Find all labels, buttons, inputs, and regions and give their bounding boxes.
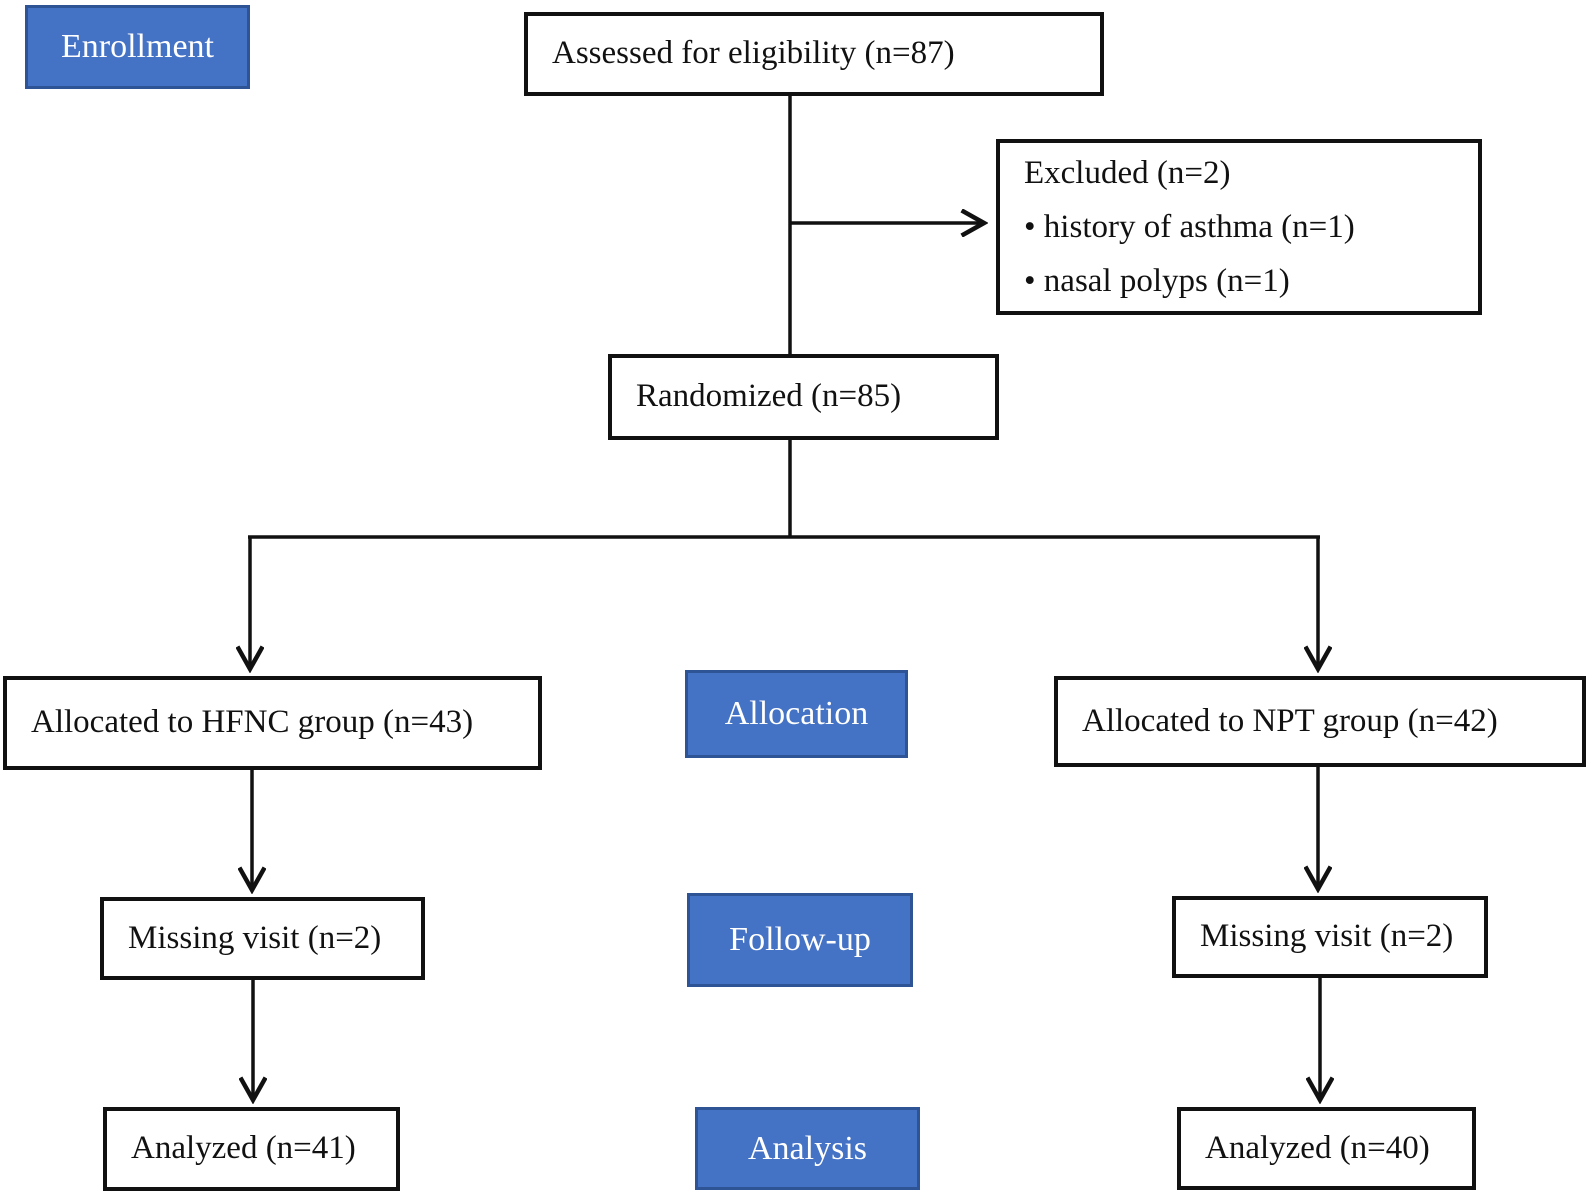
stage-label-followup-text: Follow-up: [729, 921, 871, 958]
node-excluded: Excluded (n=2) • history of asthma (n=1)…: [996, 139, 1482, 315]
node-missing-visit-hfnc: Missing visit (n=2): [100, 897, 425, 980]
stage-label-enrollment-text: Enrollment: [61, 28, 214, 65]
stage-label-analysis: Analysis: [695, 1107, 920, 1190]
stage-label-allocation: Allocation: [685, 670, 908, 758]
node-excluded-title: Excluded (n=2): [1024, 155, 1231, 191]
node-excluded-reason-asthma: • history of asthma (n=1): [1024, 209, 1355, 245]
node-missing-visit-hfnc-label: Missing visit (n=2): [128, 919, 382, 956]
node-analyzed-npt: Analyzed (n=40): [1177, 1107, 1476, 1190]
node-randomized-label: Randomized (n=85): [636, 378, 902, 415]
node-analyzed-hfnc: Analyzed (n=41): [103, 1107, 400, 1191]
node-allocated-hfnc-label: Allocated to HFNC group (n=43): [31, 704, 474, 741]
node-missing-visit-npt-label: Missing visit (n=2): [1200, 918, 1454, 955]
stage-label-followup: Follow-up: [687, 893, 913, 987]
node-allocated-npt: Allocated to NPT group (n=42): [1054, 676, 1586, 767]
stage-label-allocation-text: Allocation: [724, 695, 869, 732]
node-randomized: Randomized (n=85): [608, 354, 999, 440]
node-allocated-hfnc: Allocated to HFNC group (n=43): [3, 676, 542, 770]
node-assessed-label: Assessed for eligibility (n=87): [552, 35, 955, 72]
node-analyzed-npt-label: Analyzed (n=40): [1205, 1129, 1430, 1166]
stage-label-analysis-text: Analysis: [748, 1129, 867, 1167]
node-missing-visit-npt: Missing visit (n=2): [1172, 896, 1488, 978]
stage-label-enrollment: Enrollment: [25, 5, 250, 89]
node-analyzed-hfnc-label: Analyzed (n=41): [131, 1130, 356, 1167]
node-assessed-for-eligibility: Assessed for eligibility (n=87): [524, 12, 1104, 96]
node-excluded-reason-polyps: • nasal polyps (n=1): [1024, 263, 1290, 299]
node-allocated-npt-label: Allocated to NPT group (n=42): [1082, 702, 1498, 739]
